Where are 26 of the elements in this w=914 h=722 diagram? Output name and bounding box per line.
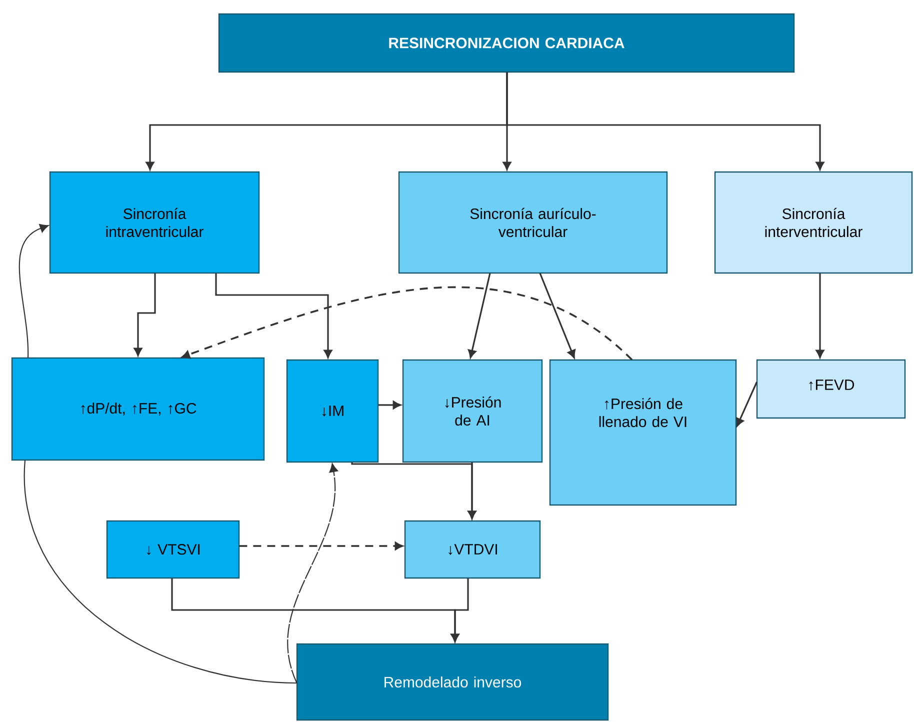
arrow [450,578,469,642]
arrow [287,463,338,684]
process-box: Sincronía aurículo-ventricular [398,171,668,274]
process-box: ↓VTDVI [404,520,541,579]
process-box: ↓IM [286,359,379,463]
arrow [816,273,824,358]
process-box: Remodelado inverso [296,643,609,721]
process-box: ↓Presión de AI [402,359,543,463]
process-box: Sincronía intraventricular [49,171,260,274]
arrow [539,272,576,358]
arrow [468,462,476,520]
arrow [182,286,633,360]
arrow [468,273,491,358]
process-box: ↑Presión de llenado de VI [549,359,737,506]
arrow [239,542,403,550]
arrow [378,400,402,410]
process-box: ↑FEVD [756,359,906,419]
arrow [134,273,156,356]
process-box: ↑dP/dt, ↑FE, ↑GC [11,357,265,461]
arrow [736,382,758,426]
process-box: RESINCRONIZACION CARDIACA [218,13,795,73]
process-box: ↓ VTSVI [106,520,240,579]
arrow [18,224,49,358]
arrow [506,72,824,170]
process-box: Sincronía interventricular [714,171,913,274]
arrow [215,273,332,358]
